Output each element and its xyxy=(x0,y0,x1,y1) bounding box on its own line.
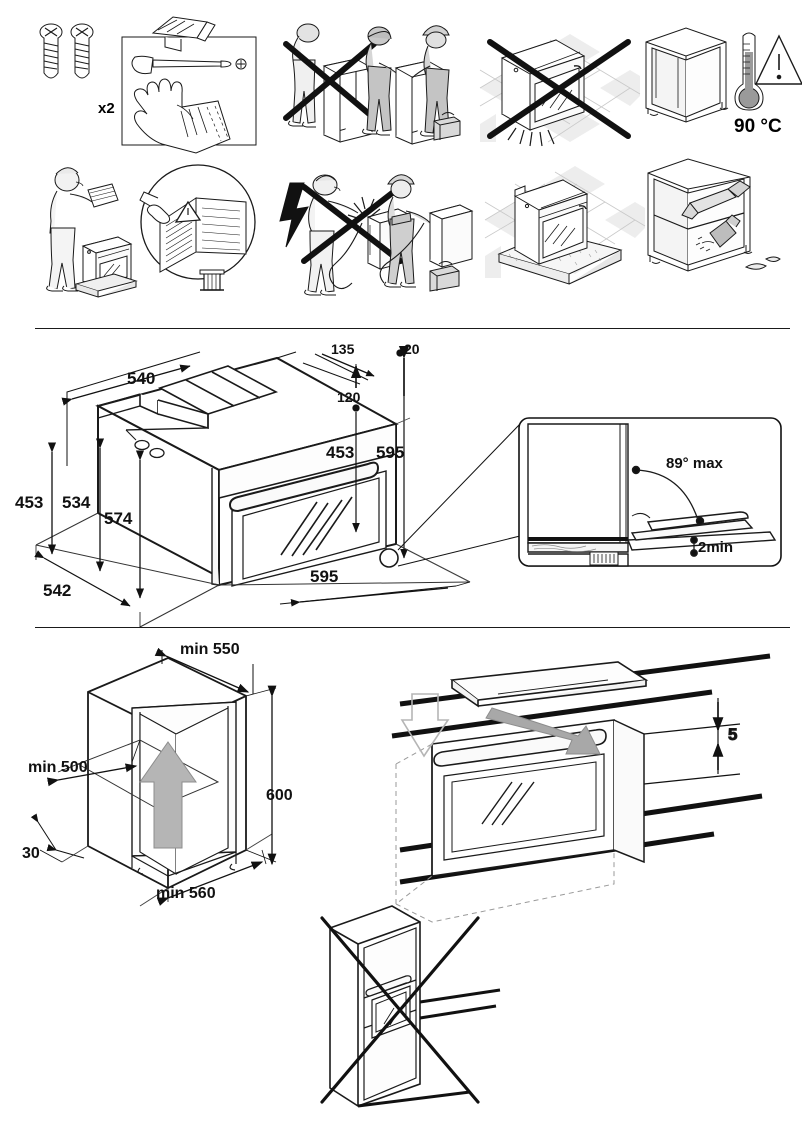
cross-out-icon xyxy=(283,41,377,121)
forbidden-tall-unit-drawing xyxy=(320,905,501,1108)
cross-out-icon xyxy=(487,39,631,139)
vacuum-icon xyxy=(681,180,751,220)
oven-icon xyxy=(428,204,474,268)
section-safety-pictograms: x2 xyxy=(0,0,802,329)
panel-place-on-padding xyxy=(484,158,646,293)
dimension-label-595-width: 595 xyxy=(310,567,338,586)
oven-icon xyxy=(513,179,589,265)
niche-drawing xyxy=(61,657,273,907)
dimension-label-20: 20 xyxy=(404,341,420,357)
screw-icon xyxy=(39,23,63,79)
section-cabinet-dimensions: min 550 min 500 30 600 min 560 xyxy=(0,636,802,1134)
hob-icon xyxy=(449,661,649,708)
thermometer-icon xyxy=(734,32,764,111)
dimension-label-5: 5 xyxy=(728,725,737,744)
toolbox-icon xyxy=(429,261,460,292)
dustpan-icon xyxy=(695,214,741,252)
panel-cabinet-heat-resistance: 90 °C xyxy=(638,22,802,147)
dimension-label-min560: min 560 xyxy=(156,885,216,902)
dimension-label-453-cavity: 453 xyxy=(326,443,354,462)
manual-magnifier-icon xyxy=(139,164,256,280)
temperature-label: 90 °C xyxy=(734,116,782,137)
section-divider-1 xyxy=(35,328,790,329)
panel-tools-and-screws: x2 xyxy=(25,15,270,155)
dimension-label-120: 120 xyxy=(337,389,361,405)
dimension-label-min550: min 550 xyxy=(180,641,240,658)
spark-icon xyxy=(347,196,381,220)
dimension-label-534: 534 xyxy=(62,493,91,512)
insertion-arrow-icon xyxy=(485,707,601,755)
dimension-label-600: 600 xyxy=(266,787,293,804)
dimension-label-453-left: 453 xyxy=(15,493,43,512)
detail-gap-label: 2min xyxy=(698,539,733,556)
dimension-label-595-height: 595 xyxy=(376,443,404,462)
debris-icon xyxy=(744,256,781,270)
panel-read-manual xyxy=(40,160,275,298)
screw-icon xyxy=(70,23,94,79)
person-reading-manual-icon xyxy=(46,167,119,292)
oven-isometric-drawing xyxy=(35,356,471,628)
section-oven-dimensions: 540 135 20 120 453 534 574 542 453 595 5… xyxy=(0,336,802,628)
oven-handle-icon xyxy=(228,461,380,513)
worktop-clearance-drawing: 5 xyxy=(391,653,771,923)
section-divider-2 xyxy=(35,627,790,628)
booklet-icon xyxy=(199,269,225,291)
gloves-icon xyxy=(133,78,231,154)
person-lifting-pair-icon xyxy=(362,26,402,136)
bracket-icon xyxy=(151,16,216,52)
dimension-label-135: 135 xyxy=(331,341,355,357)
cross-out-icon xyxy=(320,916,480,1104)
screw-quantity-label: x2 xyxy=(98,100,115,117)
niche-dimension-lines xyxy=(30,647,277,906)
carton-box-icon xyxy=(394,60,446,145)
cabinet-icon xyxy=(645,27,729,123)
airflow-arrow-icon xyxy=(139,741,197,849)
dimension-label-540: 540 xyxy=(127,369,155,388)
panel-no-drop-appliance xyxy=(479,18,641,153)
dimension-label-542: 542 xyxy=(43,581,71,600)
panel-clean-cabinet xyxy=(640,155,790,290)
detail-inset-door-opening: 89° max 2min xyxy=(397,417,782,567)
safe-handling-icon xyxy=(384,174,433,288)
cabinet-icon xyxy=(647,158,753,272)
panel-two-person-lift xyxy=(278,18,463,153)
dimension-label-min500: min 500 xyxy=(28,759,88,776)
pallet-icon xyxy=(74,273,138,298)
toolbox-icon xyxy=(433,112,461,141)
airflow-arrow-icon xyxy=(400,693,450,758)
dimension-label-30: 30 xyxy=(22,845,40,862)
panel-disconnect-power xyxy=(270,165,474,296)
power-cable-icon xyxy=(328,222,425,290)
detail-angle-label: 89° max xyxy=(666,455,724,472)
dimension-label-574: 574 xyxy=(104,509,133,528)
screwdriver-icon xyxy=(131,55,247,75)
cross-out-icon xyxy=(301,184,403,264)
dimension-lines xyxy=(34,346,471,627)
warning-triangle-icon xyxy=(754,34,802,85)
lightning-bolt-icon xyxy=(279,182,309,248)
impact-sparks-icon xyxy=(507,127,555,147)
